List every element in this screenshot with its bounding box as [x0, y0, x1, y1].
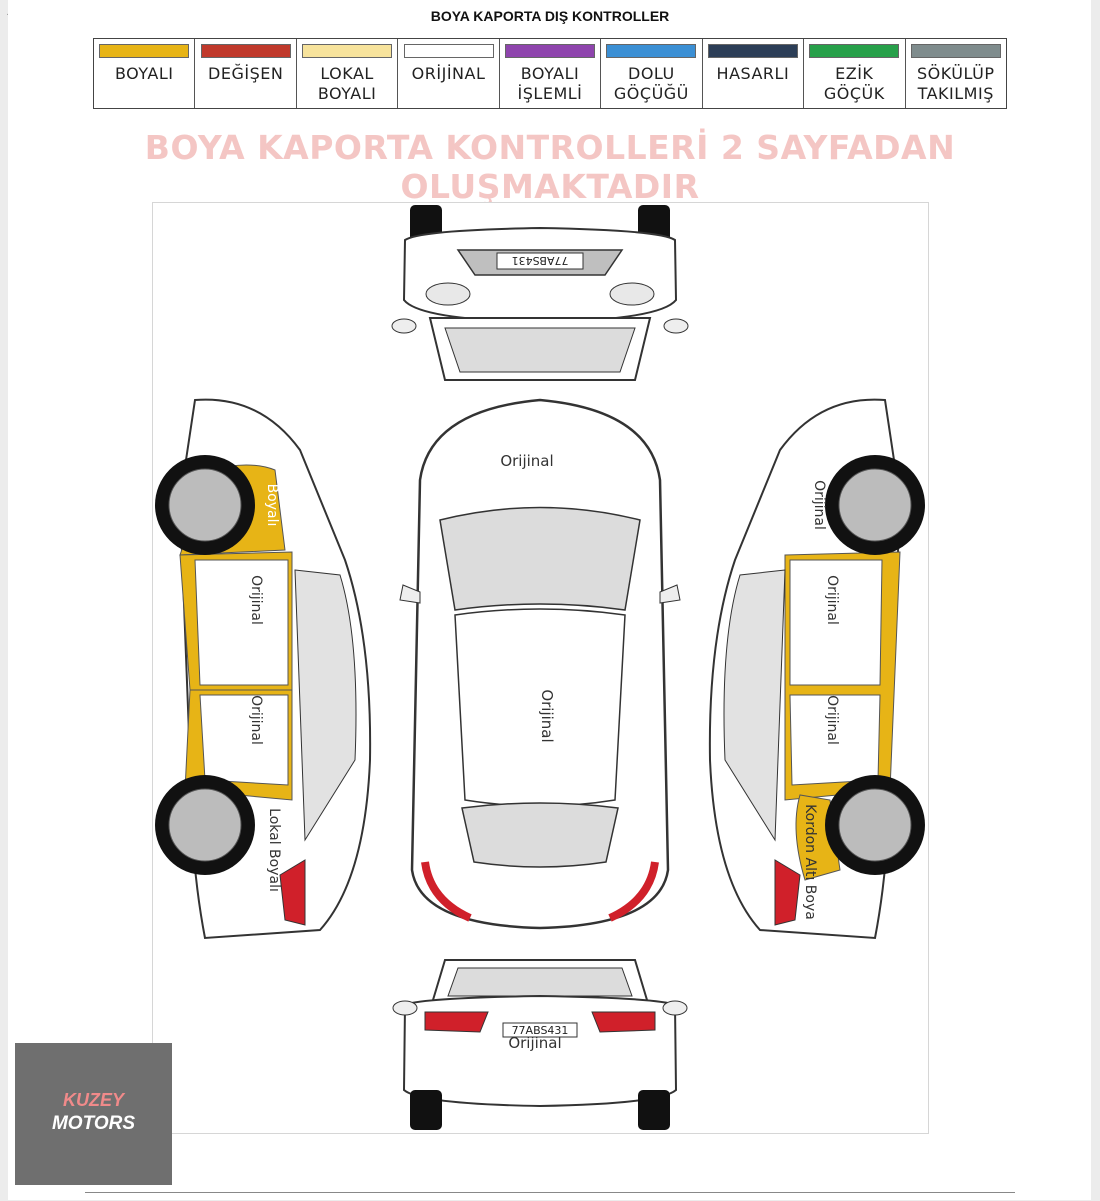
legend-label: SÖKÜLÜP TAKILMIŞ: [916, 64, 995, 103]
left-windows: [294, 569, 357, 842]
legend-label: BOYALI: [114, 64, 174, 83]
logo-line-1: KUZEY: [62, 1090, 124, 1110]
top-left-mirror: [399, 584, 421, 604]
legend-item-sokulup-takilmis: SÖKÜLÜP TAKILMIŞ: [906, 39, 1006, 108]
top-left-tail-light: [421, 861, 472, 922]
legend-label: BOYALI İŞLEMLİ: [517, 64, 583, 103]
color-legend: BOYALI DEĞİŞEN LOKAL BOYALI ORİJİNAL BOY…: [93, 38, 1007, 109]
left-rear-fender-label: Lokal Boyalı: [266, 808, 282, 892]
legend-swatch: [99, 44, 190, 58]
two-page-notice: BOYA KAPORTA KONTROLLERİ 2 SAYFADAN OLUŞ…: [144, 128, 956, 206]
legend-label: DEĞİŞEN: [208, 64, 284, 83]
right-tail-light: [774, 859, 801, 926]
roof-status-label: Orijinal: [538, 689, 556, 742]
legend-item-boyali-islemli: BOYALI İŞLEMLİ: [500, 39, 602, 108]
front-right-mirror: [663, 318, 689, 334]
legend-item-lokal-boyali: LOKAL BOYALI: [297, 39, 399, 108]
left-front-door-inner: [194, 559, 289, 686]
left-rear-door-inner: [199, 694, 289, 786]
right-side-view: Orijinal Orijinal Orijinal Kordon Altı B…: [708, 398, 925, 940]
front-windshield: [444, 327, 636, 373]
legend-swatch: [606, 44, 697, 58]
left-rear-rim: [168, 788, 242, 862]
rear-window: [447, 967, 633, 997]
front-license-plate: [496, 252, 584, 270]
right-front-door-inner: [789, 559, 883, 686]
legend-label: EZİK GÖÇÜK: [823, 64, 885, 103]
front-right-fog-light: [609, 282, 655, 306]
top-rear-window: [461, 802, 619, 868]
right-rear-door-label: Orijinal: [824, 695, 840, 745]
rear-right-tire: [638, 1090, 670, 1130]
legend-label: DOLU GÖÇÜĞÜ: [613, 64, 689, 103]
legend-swatch: [200, 44, 291, 58]
legend-item-ezik-gocuk: EZİK GÖÇÜK: [804, 39, 906, 108]
left-front-door-label: Orijinal: [248, 575, 264, 625]
top-view: Orijinal Orijinal: [399, 398, 681, 930]
dealer-logo: KUZEY MOTORS: [15, 1043, 172, 1185]
legend-item-hasarli: HASARLI: [703, 39, 805, 108]
hood-status-label: Orijinal: [500, 452, 553, 470]
rear-left-mirror: [392, 1000, 418, 1016]
legend-label: ORİJİNAL: [411, 64, 486, 83]
left-front-rim: [168, 468, 242, 542]
left-rear-door-label: Orijinal: [248, 695, 264, 745]
legend-item-dolu-gocugu: DOLU GÖÇÜĞÜ: [601, 39, 703, 108]
rear-license-plate: [502, 1022, 578, 1038]
rear-left-tire: [410, 1090, 442, 1130]
front-left-fog-light: [425, 282, 471, 306]
legend-swatch: [707, 44, 798, 58]
right-front-fender-label: Orijinal: [811, 480, 827, 530]
logo-line-2: MOTORS: [51, 1113, 136, 1134]
right-rear-rim: [838, 788, 912, 862]
front-left-mirror: [391, 318, 417, 334]
top-right-tail-light: [608, 861, 659, 922]
right-windows: [723, 569, 786, 842]
trunk-status-label: Orijinal: [508, 1034, 561, 1052]
legend-label: HASARLI: [716, 64, 790, 83]
next-section-edge: [85, 1192, 1015, 1201]
top-right-mirror: [659, 584, 681, 604]
right-front-door-label: Orijinal: [824, 575, 840, 625]
rear-left-tail-light: [424, 1011, 489, 1033]
legend-swatch: [504, 44, 595, 58]
left-tail-light: [279, 859, 306, 926]
left-front-fender-label: Boyalı: [264, 484, 280, 527]
rear-plate-text: 77ABS431: [512, 1024, 569, 1037]
legend-item-orijinal: ORİJİNAL: [398, 39, 500, 108]
right-rear-fender-label: Kordon Altı Boya: [802, 804, 818, 920]
legend-label: LOKAL BOYALI: [317, 64, 377, 103]
report-title: BOYA KAPORTA DIŞ KONTROLLER: [430, 8, 670, 24]
rear-view: 77ABS431 Orijinal: [392, 959, 688, 1130]
legend-item-degisen: DEĞİŞEN: [195, 39, 297, 108]
right-front-rim: [838, 468, 912, 542]
legend-swatch: [403, 44, 494, 58]
front-view: 77ABS431: [391, 205, 689, 381]
legend-swatch: [910, 44, 1001, 58]
legend-swatch: [809, 44, 900, 58]
left-side-view: Boyalı Orijinal Orijinal Lokal Boyalı: [155, 398, 372, 940]
legend-item-boyali: BOYALI: [94, 39, 196, 108]
rear-right-mirror: [662, 1000, 688, 1016]
rear-right-tail-light: [591, 1011, 656, 1033]
top-windshield: [439, 506, 641, 611]
legend-swatch: [302, 44, 393, 58]
front-plate-text: 77ABS431: [512, 254, 569, 267]
